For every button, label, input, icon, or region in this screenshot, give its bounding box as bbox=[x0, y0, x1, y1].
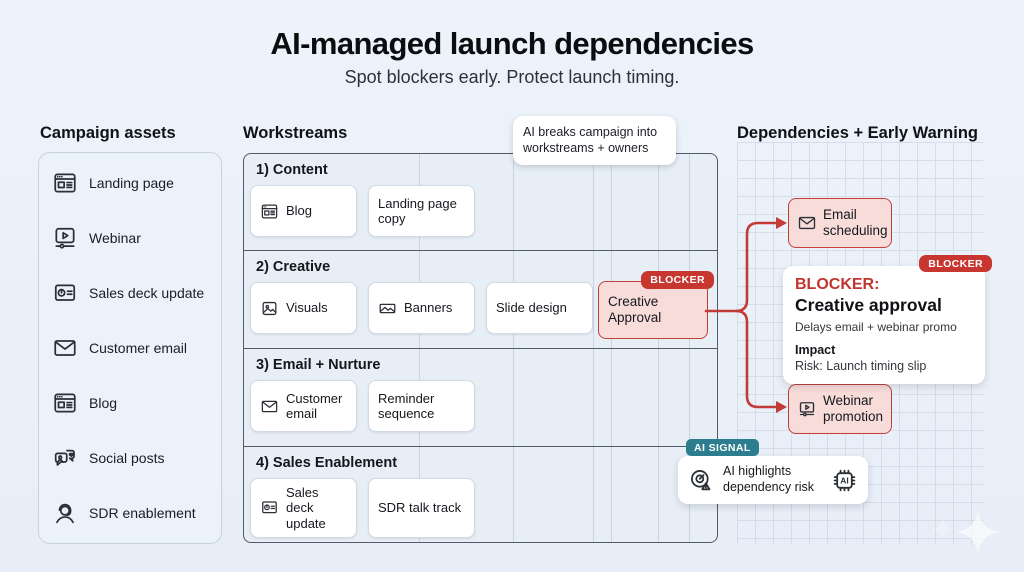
browser-icon bbox=[260, 202, 279, 221]
headset-agent-icon bbox=[52, 500, 78, 526]
workstreams-heading: Workstreams bbox=[243, 124, 348, 142]
dependency-node-label: Email scheduling bbox=[823, 207, 888, 238]
ai-signal-text: AI highlights dependency risk bbox=[723, 464, 815, 494]
task-card-label: Reminder sequence bbox=[378, 390, 435, 421]
task-card-banners[interactable]: Banners bbox=[368, 282, 475, 334]
blocker-detail-card[interactable]: BLOCKER BLOCKER: Creative approval Delay… bbox=[783, 255, 992, 385]
impact-risk-text: Risk: Launch timing slip bbox=[795, 359, 927, 374]
social-chat-icon bbox=[52, 445, 78, 471]
dependencies-heading: Dependencies + Early Warning bbox=[737, 124, 979, 142]
task-card-label: Blog bbox=[286, 203, 313, 219]
workstream-row-content: 1) Content Blog Landing page copy bbox=[244, 154, 717, 250]
dependency-node-webinar-promotion[interactable]: Webinar promotion bbox=[788, 384, 892, 434]
blocker-card-label: Creative Approval bbox=[608, 293, 662, 325]
task-card-label: Visuals bbox=[286, 300, 328, 316]
task-card-landing-page-copy[interactable]: Landing page copy bbox=[368, 185, 475, 237]
task-card-reminder-sequence[interactable]: Reminder sequence bbox=[368, 380, 475, 432]
workstream-row-sales-enablement: 4) Sales Enablement Sales deck update SD… bbox=[244, 446, 717, 542]
ai-signal-card[interactable]: AI highlights dependency risk AI bbox=[678, 456, 868, 504]
blocker-badge: BLOCKER bbox=[919, 255, 992, 272]
screen-play-icon bbox=[797, 399, 817, 419]
impact-label: Impact bbox=[795, 343, 836, 358]
browser-icon bbox=[52, 170, 78, 196]
sparkle-icon bbox=[956, 510, 1000, 554]
task-card-label: Sales deck update bbox=[286, 485, 326, 531]
workstream-row-email-nurture: 3) Email + Nurture Customer email Remind… bbox=[244, 348, 717, 446]
task-card-customer-email[interactable]: Customer email bbox=[250, 380, 357, 432]
blocker-badge: BLOCKER bbox=[641, 271, 714, 289]
banner-icon bbox=[378, 299, 397, 318]
blocker-card-creative-approval[interactable]: BLOCKER Creative Approval bbox=[598, 271, 714, 339]
task-card-label: Customer email bbox=[286, 390, 343, 421]
browser-icon bbox=[52, 390, 78, 416]
task-card-sdr-talk-track[interactable]: SDR talk track bbox=[368, 478, 475, 538]
workstream-row-label: 4) Sales Enablement bbox=[256, 455, 398, 471]
slide-deck-icon bbox=[52, 280, 78, 306]
asset-label: Customer email bbox=[89, 339, 188, 356]
asset-label: Sales deck update bbox=[89, 284, 205, 301]
asset-label: SDR enablement bbox=[89, 504, 196, 521]
task-card-label: Landing page copy bbox=[378, 195, 457, 226]
slide-deck-icon bbox=[260, 498, 279, 517]
dependency-node-email-scheduling[interactable]: Email scheduling bbox=[788, 198, 892, 248]
asset-item-landing-page: Landing page bbox=[52, 170, 208, 196]
asset-item-social-posts: Social posts bbox=[52, 445, 208, 471]
campaign-assets-heading: Campaign assets bbox=[40, 124, 176, 142]
dependency-node-label: Webinar promotion bbox=[823, 393, 884, 424]
page-title: AI-managed launch dependencies bbox=[270, 26, 754, 61]
task-card-label: SDR talk track bbox=[378, 500, 462, 516]
blocker-description: Delays email + webinar promo bbox=[795, 320, 957, 335]
task-card-visuals[interactable]: Visuals bbox=[250, 282, 357, 334]
asset-item-customer-email: Customer email bbox=[52, 335, 208, 361]
blocker-title-prefix: BLOCKER: bbox=[795, 276, 880, 293]
envelope-icon bbox=[797, 213, 817, 233]
svg-text:AI: AI bbox=[840, 475, 848, 485]
campaign-assets-panel: Landing page Webinar Sales deck update C… bbox=[38, 152, 222, 544]
video-player-icon bbox=[52, 225, 78, 251]
workstream-row-label: 2) Creative bbox=[256, 259, 331, 275]
task-card-blog[interactable]: Blog bbox=[250, 185, 357, 237]
workstream-row-label: 3) Email + Nurture bbox=[256, 357, 381, 373]
image-icon bbox=[260, 299, 279, 318]
ai-chip-icon: AI bbox=[831, 467, 858, 494]
workstream-row-creative: 2) Creative Visuals Banners Slide design… bbox=[244, 250, 717, 348]
page-subtitle: Spot blockers early. Protect launch timi… bbox=[344, 67, 680, 87]
task-card-label: Slide design bbox=[496, 300, 567, 316]
asset-item-sdr-enablement: SDR enablement bbox=[52, 500, 208, 526]
ai-signal-badge: AI SIGNAL bbox=[686, 439, 759, 456]
sparkle-icon bbox=[932, 518, 954, 540]
ai-tooltip: AI breaks campaign into workstreams + ow… bbox=[513, 116, 676, 165]
workstream-row-label: 1) Content bbox=[256, 162, 328, 178]
asset-label: Webinar bbox=[89, 229, 141, 246]
asset-label: Landing page bbox=[89, 174, 174, 191]
envelope-icon bbox=[260, 397, 279, 416]
asset-label: Social posts bbox=[89, 449, 165, 466]
task-card-slide-design[interactable]: Slide design bbox=[486, 282, 593, 334]
task-card-sales-deck-update[interactable]: Sales deck update bbox=[250, 478, 357, 538]
asset-item-sales-deck: Sales deck update bbox=[52, 280, 208, 306]
asset-item-webinar: Webinar bbox=[52, 225, 208, 251]
asset-item-blog: Blog bbox=[52, 390, 208, 416]
workstreams-panel: 1) Content Blog Landing page copy 2) Cre… bbox=[243, 153, 718, 543]
envelope-icon bbox=[52, 335, 78, 361]
asset-label: Blog bbox=[89, 394, 118, 411]
radar-alert-icon bbox=[688, 467, 715, 494]
task-card-label: Banners bbox=[404, 300, 453, 316]
blocker-title: Creative approval bbox=[795, 295, 942, 316]
